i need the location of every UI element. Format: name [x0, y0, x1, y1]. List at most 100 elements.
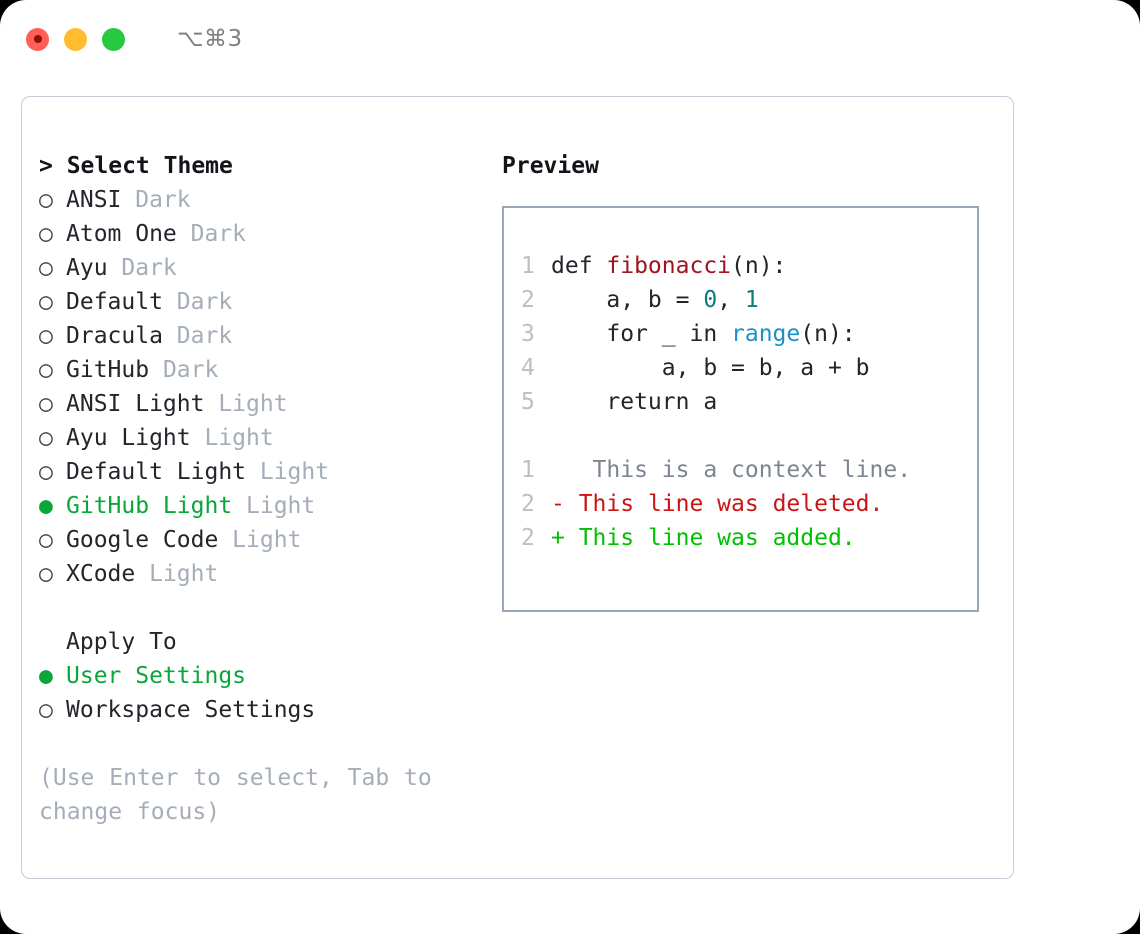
- radio-unselected-icon: ○: [39, 255, 53, 281]
- theme-picker-prompt: > Select Theme: [39, 153, 233, 179]
- code-token: for _ in: [551, 321, 732, 347]
- apply-to-label: Workspace Settings: [66, 697, 316, 723]
- code-token-function: fibonacci: [606, 253, 732, 279]
- close-button-icon[interactable]: [26, 27, 49, 51]
- theme-list-item[interactable]: ○ Google Code Light: [39, 523, 502, 557]
- radio-unselected-icon: ○: [39, 697, 53, 723]
- code-token: ,: [717, 287, 745, 313]
- line-number: 1: [521, 253, 535, 279]
- radio-unselected-icon: ○: [39, 289, 53, 315]
- theme-name: ANSI: [66, 187, 122, 213]
- theme-kind: Light: [135, 561, 219, 587]
- theme-kind: Dark: [149, 357, 219, 383]
- line-number: 2: [521, 491, 535, 517]
- theme-name: Default: [66, 289, 163, 315]
- diff-line-context: 1 This is a context line.: [504, 453, 977, 487]
- radio-unselected-icon: ○: [39, 357, 53, 383]
- apply-to-label: User Settings: [66, 663, 247, 689]
- code-token: def: [551, 253, 607, 279]
- help-text: (Use Enter to select, Tab to change focu…: [39, 765, 432, 825]
- theme-list-item[interactable]: ○ Default Dark: [39, 285, 502, 319]
- theme-list-item[interactable]: ○Ayu Light Light: [39, 421, 502, 455]
- line-number: 4: [521, 355, 535, 381]
- theme-list-item[interactable]: ○Atom One Dark: [39, 217, 502, 251]
- theme-list-item[interactable]: ○ GitHub Dark: [39, 353, 502, 387]
- theme-kind: Light: [204, 391, 288, 417]
- theme-kind: Dark: [107, 255, 177, 281]
- minimize-button-icon[interactable]: [64, 27, 87, 51]
- theme-name: XCode: [66, 561, 136, 587]
- radio-unselected-icon: ○: [39, 459, 53, 485]
- zoom-button-icon[interactable]: [102, 27, 125, 51]
- diff-text: This line was added.: [564, 525, 856, 551]
- radio-selected-icon: ●: [39, 663, 53, 689]
- theme-name: Dracula: [66, 323, 163, 349]
- code-token-number: 0: [703, 287, 718, 313]
- code-token: (n):: [800, 321, 856, 347]
- theme-list-item[interactable]: ○Ayu Dark: [39, 251, 502, 285]
- theme-kind: Dark: [162, 323, 233, 349]
- theme-name: Default Light: [66, 459, 247, 485]
- theme-name: ANSI Light: [66, 391, 205, 417]
- code-line: 5 return a: [504, 385, 977, 419]
- theme-kind: Light: [218, 527, 302, 553]
- theme-name: GitHub: [66, 357, 150, 383]
- code-line: 3 for _ in range(n):: [504, 317, 977, 351]
- traffic-lights: [26, 27, 125, 51]
- theme-list-item[interactable]: ○ Default Light Light: [39, 455, 502, 489]
- code-token: (n):: [731, 253, 787, 279]
- theme-list-item[interactable]: ● GitHub Light Light: [39, 489, 502, 523]
- diff-marker: +: [551, 525, 565, 551]
- diff-text: This is a context line.: [564, 457, 912, 483]
- radio-unselected-icon: ○: [39, 187, 53, 213]
- theme-kind: Dark: [176, 221, 247, 247]
- main-card: > Select Theme ○ANSI Dark○Atom One Dark○…: [21, 96, 1014, 879]
- line-number: 2: [521, 287, 535, 313]
- code-line: 4 a, b = b, a + b: [504, 351, 977, 385]
- theme-list-item[interactable]: ○ ANSI Light Light: [39, 387, 502, 421]
- theme-name: GitHub Light: [66, 493, 233, 519]
- diff-marker: [551, 457, 565, 483]
- apply-to-option[interactable]: ● User Settings: [39, 659, 502, 693]
- theme-kind: Light: [246, 459, 330, 485]
- code-token: a, b = b, a + b: [551, 355, 870, 381]
- title-bar: ⌥⌘3: [0, 0, 1140, 78]
- theme-list[interactable]: ○ANSI Dark○Atom One Dark○Ayu Dark○Defaul…: [39, 183, 502, 591]
- radio-unselected-icon: ○: [39, 425, 53, 451]
- radio-selected-icon: ●: [39, 493, 53, 519]
- keyboard-shortcut-label: ⌥⌘3: [177, 26, 243, 52]
- radio-unselected-icon: ○: [39, 391, 53, 417]
- theme-kind: Dark: [121, 187, 191, 213]
- code-line: 2 a, b = 0, 1: [504, 283, 977, 317]
- apply-to-option[interactable]: ○ Workspace Settings: [39, 693, 502, 727]
- theme-name: Google Code: [66, 527, 219, 553]
- theme-kind: Dark: [162, 289, 233, 315]
- apply-to-list[interactable]: ● User Settings ○ Workspace Settings: [39, 659, 502, 727]
- theme-list-item[interactable]: ○ ANSI Dark: [39, 183, 502, 217]
- line-number: 3: [521, 321, 535, 347]
- theme-list-item[interactable]: ○Dracula Dark: [39, 319, 502, 353]
- diff-line-added: 2 + This line was added.: [504, 521, 977, 555]
- radio-unselected-icon: ○: [39, 527, 53, 553]
- code-token: a, b =: [551, 287, 704, 313]
- code-token-call: range: [731, 321, 801, 347]
- code-line: 1 def fibonacci(n):: [504, 249, 977, 283]
- line-number: 2: [521, 525, 535, 551]
- preview-title: Preview: [502, 153, 599, 179]
- theme-kind: Light: [190, 425, 274, 451]
- diff-sample: 1 This is a context line.2- This line wa…: [504, 453, 977, 555]
- theme-picker-panel: > Select Theme ○ANSI Dark○Atom One Dark○…: [22, 97, 502, 878]
- radio-unselected-icon: ○: [39, 561, 53, 587]
- diff-line-deleted: 2- This line was deleted.: [504, 487, 977, 521]
- theme-list-item[interactable]: ○ XCode Light: [39, 557, 502, 591]
- radio-unselected-icon: ○: [39, 221, 53, 247]
- line-number: 5: [521, 389, 535, 415]
- diff-marker: -: [551, 491, 565, 517]
- line-number: 1: [521, 457, 535, 483]
- diff-text: This line was deleted.: [564, 491, 884, 517]
- theme-kind: Light: [232, 493, 316, 519]
- code-token: return a: [551, 389, 718, 415]
- code-token-number: 1: [744, 287, 759, 313]
